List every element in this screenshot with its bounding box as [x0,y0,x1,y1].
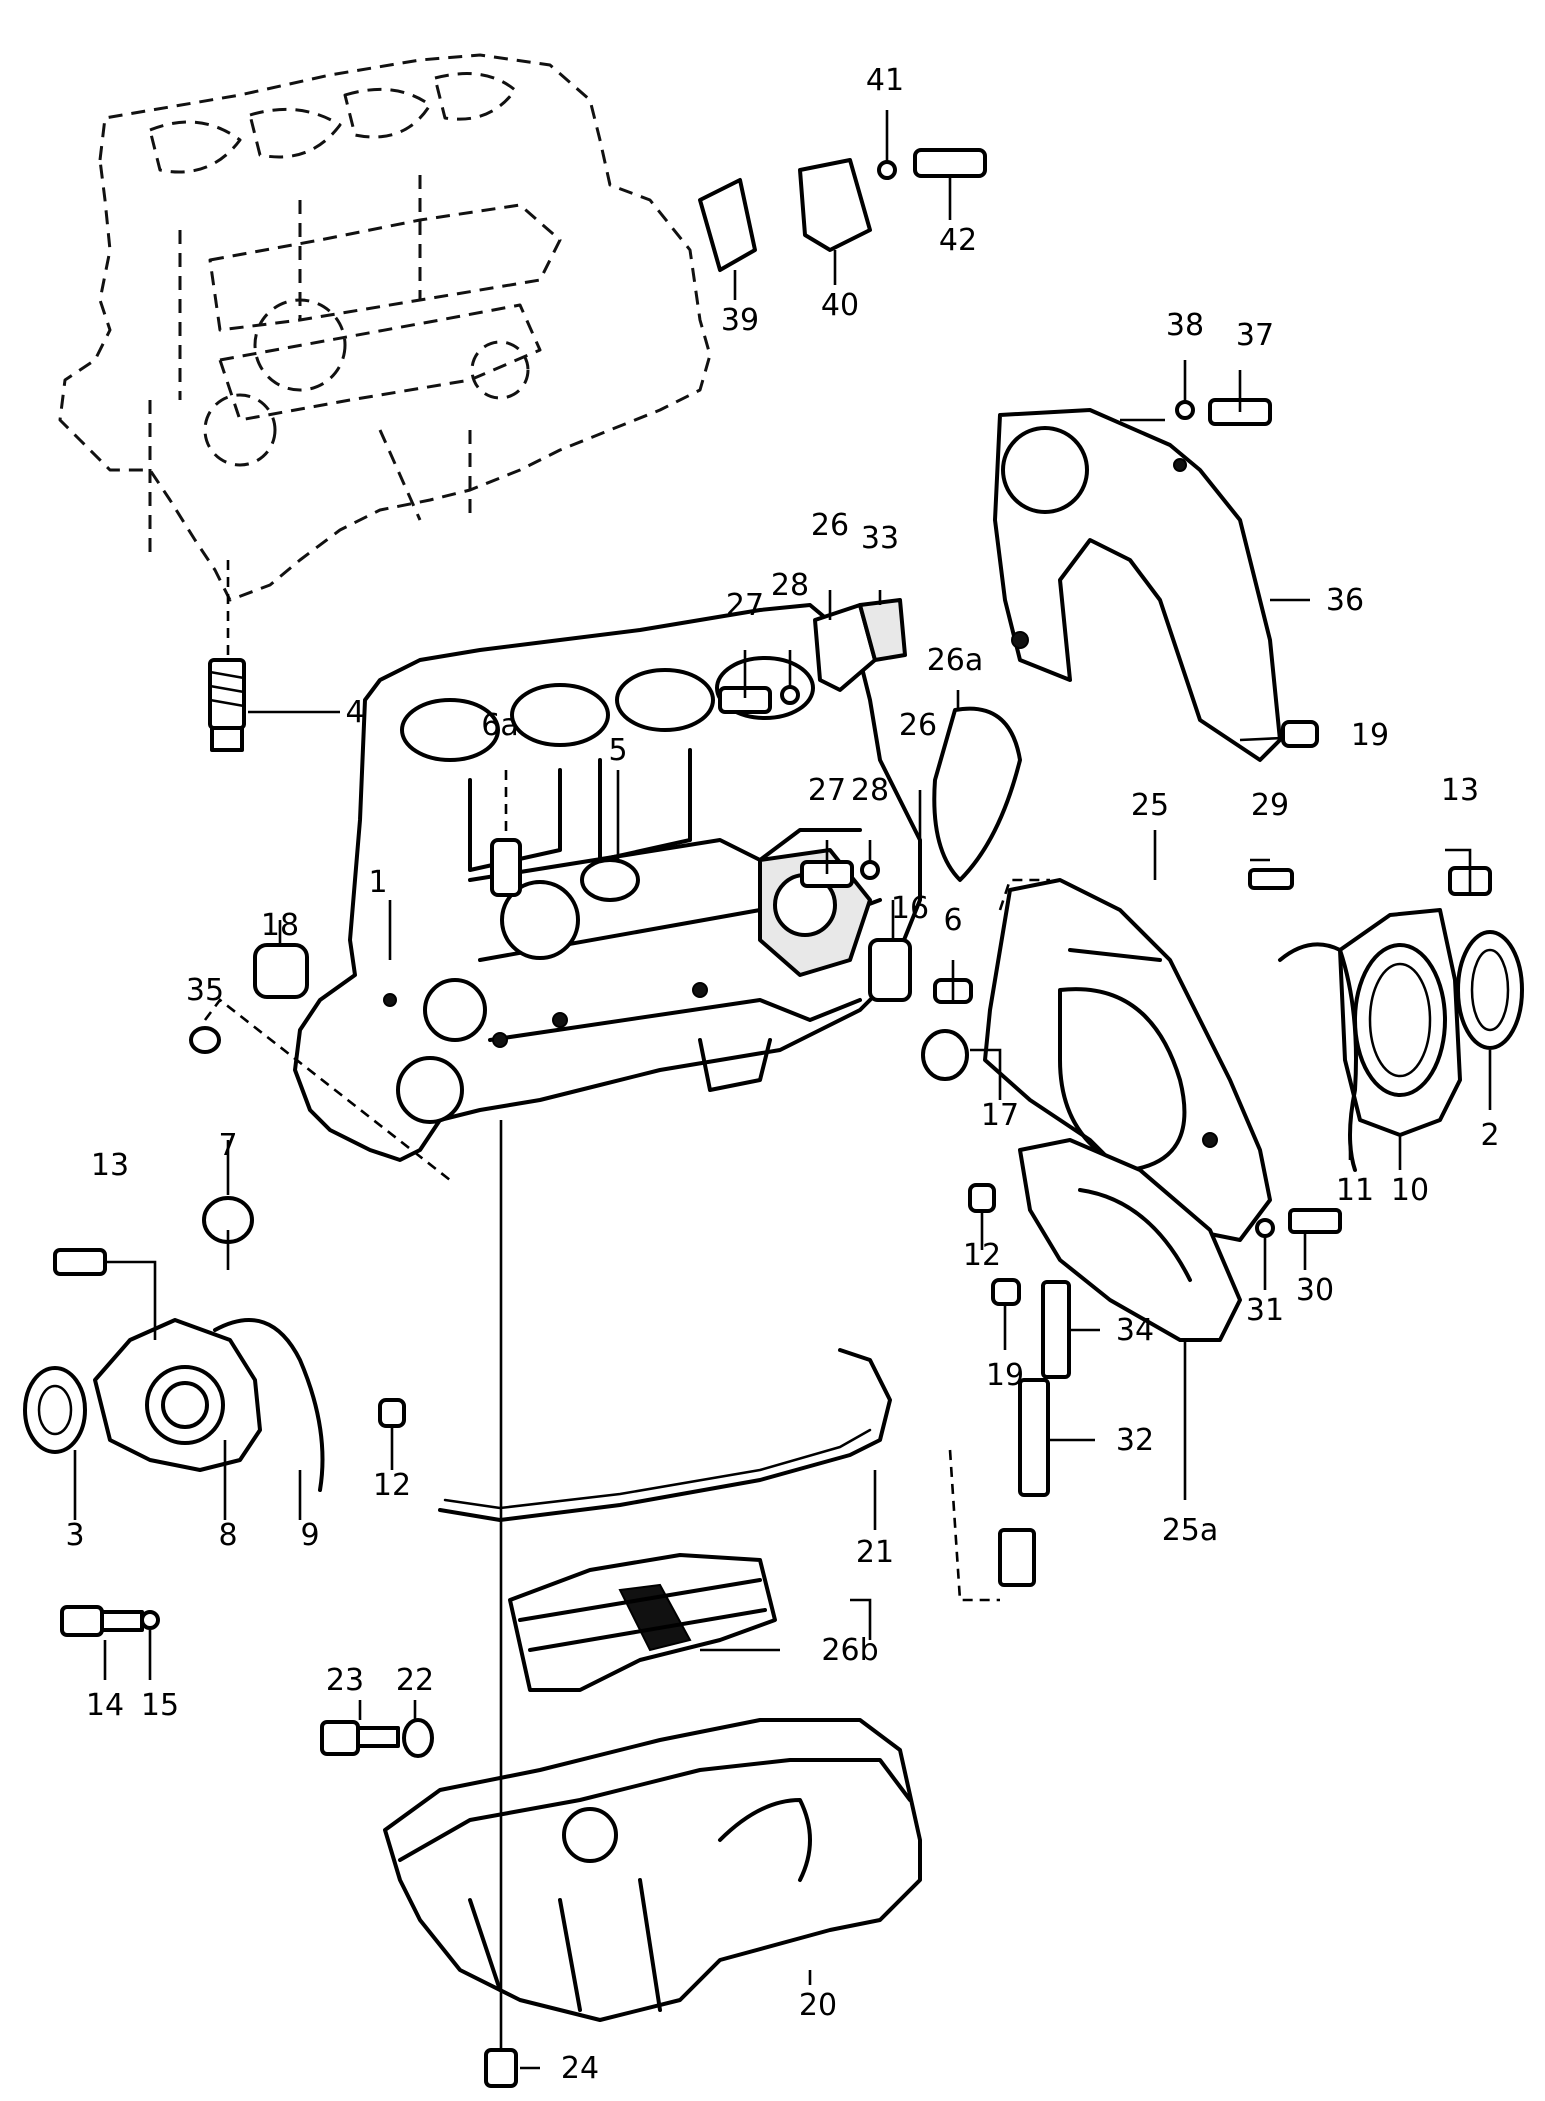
callout-26-a: 26 [811,508,849,543]
callout-8: 8 [218,1518,237,1553]
callout-25: 25 [1131,788,1169,823]
callout-6a: 6a [481,708,518,743]
front-seal-flange [93,1318,262,1472]
callout-30: 30 [1296,1273,1334,1308]
callout-28-b: 28 [851,773,889,808]
upper-rear-cover [993,408,1282,762]
callout-20: 20 [799,1988,837,2023]
callout-13-b: 13 [1441,773,1479,808]
callout-19-b: 19 [1351,718,1389,753]
callout-labels: 1 2 3 4 5 6 6a 7 8 9 10 11 12 12 12 13 1… [65,63,1499,2086]
callout-21: 21 [856,1535,894,1570]
rear-oil-seal [1456,930,1524,1050]
callout-1: 1 [368,865,387,900]
callout-3: 3 [65,1518,84,1553]
callout-10: 10 [1391,1173,1429,1208]
callout-12-a: 12 [963,1238,1001,1273]
callout-31: 31 [1246,1293,1284,1328]
callout-26b: 26b [821,1633,878,1668]
callout-6: 6 [943,903,962,938]
oil-pan [383,1718,922,2022]
callout-11: 11 [1336,1173,1374,1208]
rear-flange-plate-lower [1018,1138,1242,1342]
callout-41: 41 [866,63,904,98]
callout-27-a: 27 [726,588,764,623]
callout-4: 4 [345,695,364,730]
callout-2: 2 [1480,1118,1499,1153]
callout-40: 40 [821,288,859,323]
rear-seal-flange [1338,908,1462,1137]
callout-19-a: 19 [986,1358,1024,1393]
callout-24: 24 [561,2051,599,2086]
callout-32: 32 [1116,1423,1154,1458]
callout-17: 17 [981,1098,1019,1133]
callout-22: 22 [396,1663,434,1698]
callout-15: 15 [141,1688,179,1723]
callout-9: 9 [300,1518,319,1553]
leader-lines [73,110,1492,2070]
callout-25a: 25a [1162,1513,1219,1548]
callout-34: 34 [1116,1313,1154,1348]
oil-pan-gasket [438,1348,892,1522]
callout-36: 36 [1326,583,1364,618]
callout-12-b: 12 [373,1468,411,1503]
callout-37: 37 [1236,318,1274,353]
callout-14: 14 [86,1688,124,1723]
callout-27-b: 27 [808,773,846,808]
callout-28-a: 28 [771,568,809,603]
rear-flange-plate [983,878,1272,1242]
callout-26a: 26a [927,643,984,678]
callout-39: 39 [721,303,759,338]
callout-38: 38 [1166,308,1204,343]
callout-23: 23 [326,1663,364,1698]
front-oil-seal [23,1366,87,1454]
callout-5: 5 [608,733,627,768]
callout-35: 35 [186,973,224,1008]
callout-26-b: 26 [899,708,937,743]
callout-7: 7 [218,1128,237,1163]
callout-42: 42 [939,223,977,258]
callout-13-a: 13 [91,1148,129,1183]
oil-baffle [508,1553,777,1692]
callout-16: 16 [891,891,929,926]
ghost-engine-block-outline [58,53,712,602]
callout-33: 33 [861,521,899,556]
callout-18: 18 [261,908,299,943]
front-gasket [213,1318,325,1492]
callout-29: 29 [1251,788,1289,823]
small-parts [53,148,1492,2088]
